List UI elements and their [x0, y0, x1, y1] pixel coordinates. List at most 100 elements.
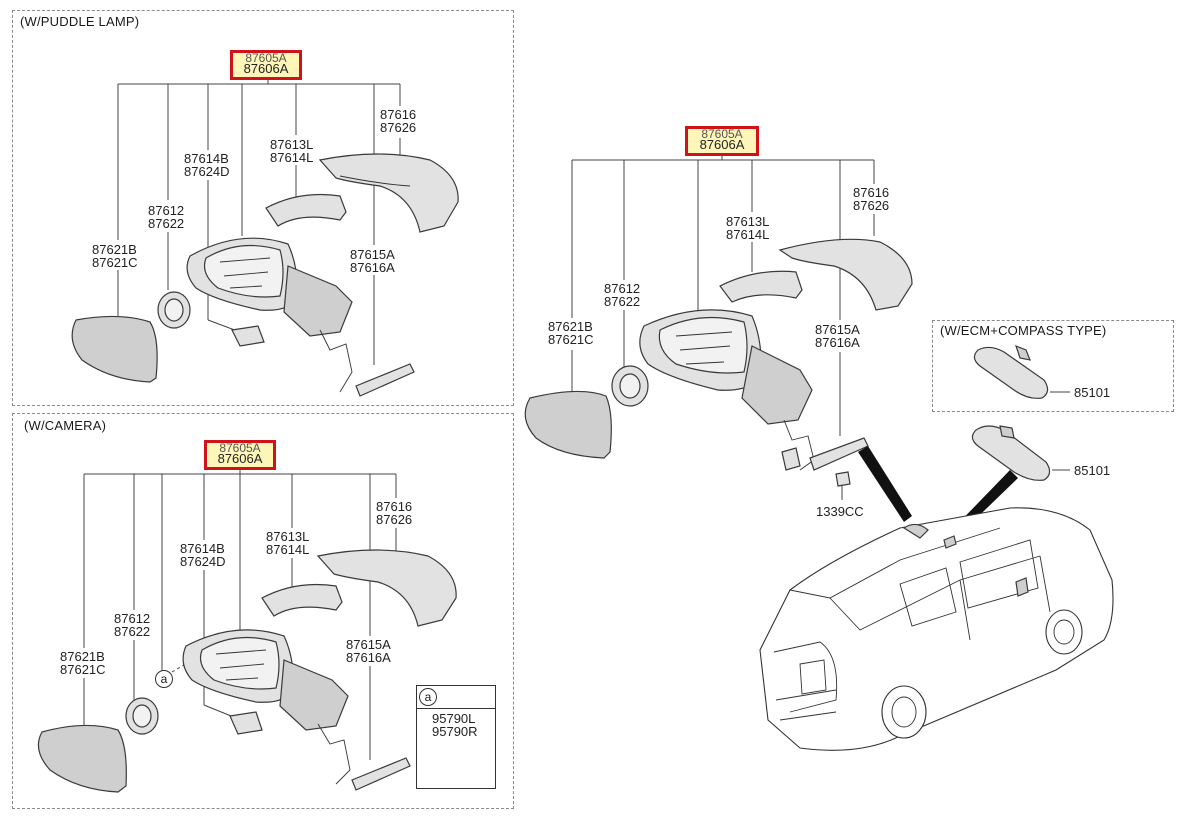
- camera-panel: [12, 413, 514, 809]
- code: 87613L: [270, 137, 314, 152]
- code: 87624D: [184, 164, 230, 179]
- code: 87621B: [548, 319, 593, 334]
- main-label-repeater[interactable]: 87615A 87616A: [815, 323, 860, 349]
- camera-actuator: [125, 697, 159, 735]
- ecm-label-inside-mirror[interactable]: 85101: [1074, 386, 1110, 399]
- code: 87614B: [184, 151, 229, 166]
- camera-sub-callout-a: a: [419, 688, 437, 706]
- camera-lamp-unit: [229, 711, 263, 735]
- code: 87621C: [548, 332, 594, 347]
- code: 87621B: [92, 242, 137, 257]
- code: 85101: [1074, 385, 1111, 400]
- puddle-label-scalp-cover[interactable]: 87616 87626: [380, 108, 416, 134]
- code: 87614B: [180, 541, 225, 556]
- code: 87612: [114, 611, 151, 626]
- main-scalp-cover: [778, 238, 913, 311]
- camera-label-glass[interactable]: 87621B 87621C: [60, 650, 106, 676]
- main-main-code: 87606A: [699, 137, 745, 152]
- puddle-label-glass[interactable]: 87621B 87621C: [92, 243, 138, 269]
- main-actuator: [611, 365, 649, 407]
- code: 87624D: [180, 554, 226, 569]
- code: 85101: [1074, 463, 1111, 478]
- puddle-label-garnish[interactable]: 87613L 87614L: [270, 138, 313, 164]
- code: 87621C: [60, 662, 106, 677]
- code: 87612: [604, 281, 641, 296]
- ecm-leader-lines: [1050, 391, 1070, 471]
- camera-scalp-cover: [316, 549, 457, 627]
- code: 87614L: [726, 227, 770, 242]
- puddle-label-actuator[interactable]: 87612 87622: [148, 204, 184, 230]
- camera-label-actuator[interactable]: 87612 87622: [114, 612, 150, 638]
- camera-label-lamp[interactable]: 87614B 87624D: [180, 542, 226, 568]
- camera-label-harness[interactable]: 95790L 95790R: [432, 712, 478, 738]
- code: 87616: [376, 499, 413, 514]
- camera-highlight-box[interactable]: 87605A 87606A: [204, 440, 276, 470]
- main-housing: [639, 309, 762, 391]
- camera-base: [279, 659, 351, 785]
- main-label-clip[interactable]: 1339CC: [816, 505, 864, 518]
- camera-mirror-glass: [37, 724, 127, 793]
- code: 87616A: [815, 335, 860, 350]
- main-mirror-glass: [524, 390, 612, 459]
- code: 87622: [114, 624, 151, 639]
- puddle-lamp-title: (W/PUDDLE LAMP): [20, 14, 140, 29]
- code: 87615A: [350, 247, 395, 262]
- puddle-lamp-unit: [231, 325, 265, 347]
- main-label-glass[interactable]: 87621B 87621C: [548, 320, 594, 346]
- code: 87614L: [270, 150, 314, 165]
- code: 95790R: [432, 724, 478, 739]
- code: 87613L: [266, 529, 310, 544]
- puddle-scalp-cover: [318, 153, 459, 233]
- code: 87615A: [815, 322, 860, 337]
- puddle-label-lamp[interactable]: 87614B 87624D: [184, 152, 230, 178]
- puddle-main-code: 87606A: [243, 61, 289, 76]
- camera-garnish: [261, 583, 343, 617]
- camera-label-scalp-cover[interactable]: 87616 87626: [376, 500, 412, 526]
- camera-label-garnish[interactable]: 87613L 87614L: [266, 530, 309, 556]
- camera-top-code: 87605A: [219, 441, 261, 455]
- main-side-repeater: [809, 437, 869, 471]
- code: 87622: [604, 294, 641, 309]
- code: 87613L: [726, 214, 770, 229]
- puddle-housing: [186, 237, 298, 311]
- ecm-label-standard-mirror[interactable]: 85101: [1074, 464, 1110, 477]
- main-garnish: [719, 270, 803, 303]
- code: 87615A: [346, 637, 391, 652]
- puddle-mirror-glass: [71, 315, 158, 383]
- puddle-garnish: [265, 193, 347, 227]
- ecm-compass-title: (W/ECM+COMPASS TYPE): [940, 323, 1107, 338]
- main-label-garnish[interactable]: 87613L 87614L: [726, 215, 769, 241]
- code: 87622: [148, 216, 185, 231]
- code: 87616A: [350, 260, 395, 275]
- ecm-compass-panel: [932, 320, 1174, 412]
- ecm-mirror-outside: [971, 425, 1051, 481]
- code: 1339CC: [816, 504, 864, 519]
- puddle-top-code: 87605A: [245, 51, 287, 65]
- code: 87626: [380, 120, 417, 135]
- camera-callout-a[interactable]: a: [155, 670, 173, 688]
- code: 87616: [380, 107, 417, 122]
- puddle-actuator: [157, 291, 191, 329]
- main-top-code: 87605A: [701, 127, 743, 141]
- puddle-base: [283, 265, 353, 393]
- code: 87614L: [266, 542, 310, 557]
- code: 87626: [376, 512, 413, 527]
- main-label-scalp-cover[interactable]: 87616 87626: [853, 186, 889, 212]
- code: 87626: [853, 198, 890, 213]
- code: 87621C: [92, 255, 138, 270]
- puddle-label-repeater[interactable]: 87615A 87616A: [350, 248, 395, 274]
- ecm-mirror-in-box: [973, 344, 1049, 399]
- main-clip-1339cc: [835, 471, 851, 487]
- main-highlight-box[interactable]: 87605A 87606A: [685, 126, 759, 156]
- main-leader-lines: [571, 154, 875, 500]
- camera-label-repeater[interactable]: 87615A 87616A: [346, 638, 391, 664]
- camera-main-code: 87606A: [217, 451, 263, 466]
- puddle-side-repeater: [355, 363, 415, 397]
- puddle-highlight-box[interactable]: 87605A 87606A: [230, 50, 302, 80]
- code: 95790L: [432, 711, 476, 726]
- code: 87616A: [346, 650, 391, 665]
- code: 87621B: [60, 649, 105, 664]
- suv-vehicle-outline: [759, 507, 1114, 751]
- main-label-actuator[interactable]: 87612 87622: [604, 282, 640, 308]
